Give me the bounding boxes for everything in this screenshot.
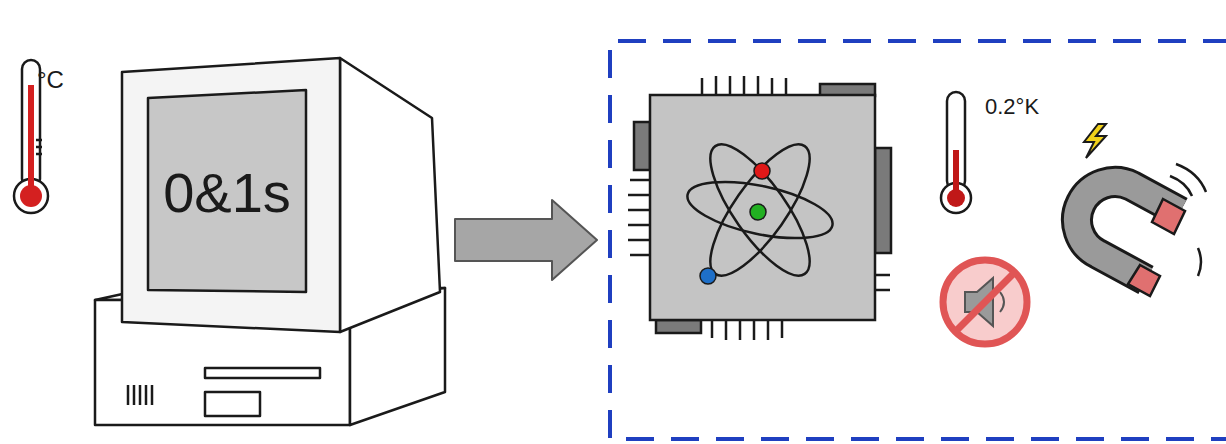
screen-text: 0&1s [148,92,306,292]
block-arrow [455,200,597,280]
temperature-label: 0.2°K [985,92,1095,122]
magnet-icon [1077,124,1206,296]
computer-monitor [122,58,440,332]
unit-label: °C [37,66,64,94]
quantum-chip [628,76,891,340]
classical-computer: 0&1s [95,50,445,425]
dashed-border [607,38,1226,442]
thermometer-icon [941,92,971,213]
quantum-region: 0.2°K [607,38,1226,442]
no-sound-icon [943,260,1027,344]
